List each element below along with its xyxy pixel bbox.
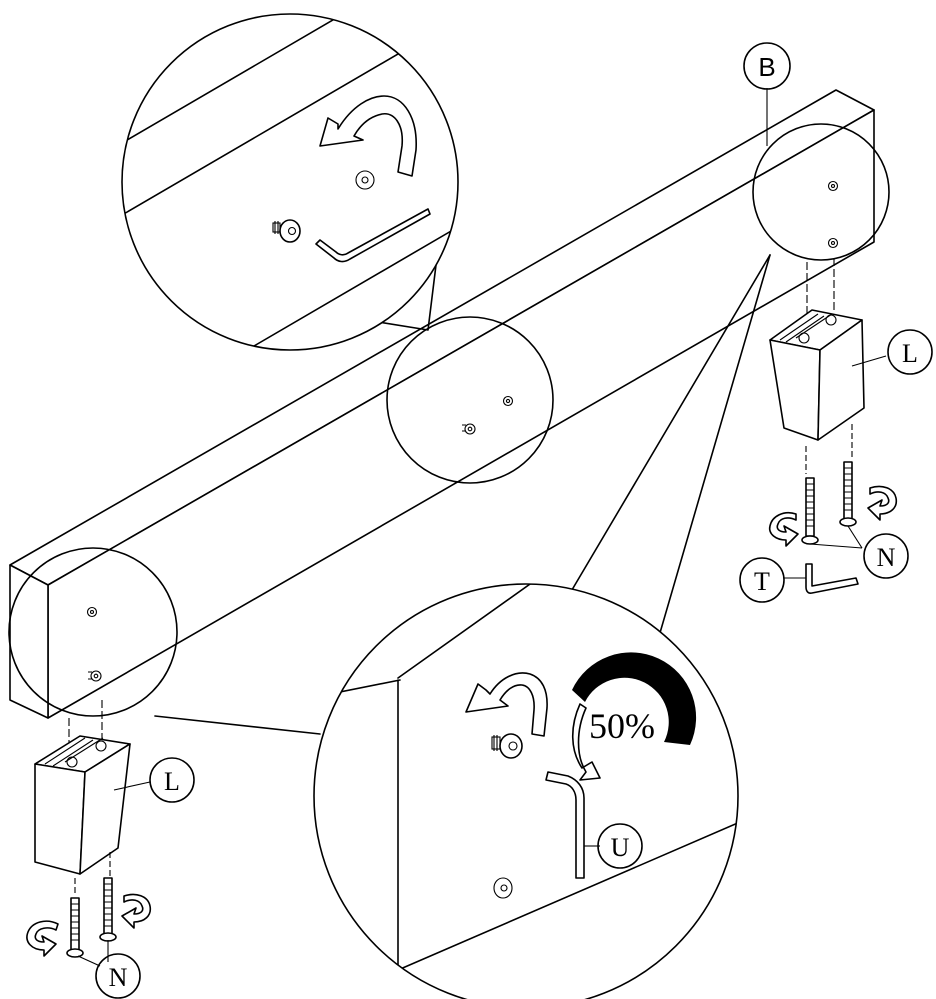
svg-text:N: N <box>109 963 128 992</box>
hex-key-icon <box>805 563 859 594</box>
tighten-arc-icon <box>572 652 697 745</box>
rotate-arrow-icon <box>867 485 898 521</box>
bottom-callout <box>154 254 771 999</box>
cam-screw-icon <box>491 733 523 759</box>
left-leg <box>26 700 152 967</box>
rotate-arrow-icon <box>26 920 59 957</box>
bolt-icon <box>839 461 857 527</box>
top-callout <box>121 13 459 351</box>
rotate-arrow-icon <box>571 703 601 781</box>
label-leg-left: L <box>113 757 195 803</box>
label-leg-right: L <box>851 329 933 375</box>
bolt-head-icon <box>493 877 513 899</box>
label-hex-key-t: T <box>739 557 785 603</box>
right-end-detail <box>752 123 890 261</box>
svg-text:B: B <box>758 52 775 82</box>
rotate-arrow-icon <box>768 511 799 547</box>
label-bolt-right: N <box>863 533 909 579</box>
label-hex-key-u: U <box>584 823 643 869</box>
svg-text:L: L <box>902 339 918 368</box>
label-panel-b: B <box>743 42 791 146</box>
rotate-arrow-icon <box>121 893 152 929</box>
cam-screw-icon <box>272 219 301 243</box>
hole <box>827 237 839 249</box>
label-bolt-left: N <box>95 953 141 999</box>
tighten-percent: 50% <box>589 706 655 746</box>
cam-bolt <box>90 670 102 682</box>
svg-text:T: T <box>754 567 770 596</box>
svg-text:U: U <box>611 833 630 862</box>
cam-bolt <box>464 423 476 435</box>
bolt-icon <box>66 897 84 958</box>
right-leg <box>768 258 898 594</box>
left-end-detail <box>8 547 178 717</box>
hole <box>827 180 839 192</box>
hole <box>502 395 514 407</box>
bolt-icon <box>99 877 117 942</box>
hex-key-icon <box>315 208 431 263</box>
hole <box>86 606 98 618</box>
bolt-icon <box>801 477 819 545</box>
cam-bolt-icon <box>355 170 375 190</box>
svg-text:L: L <box>164 767 180 796</box>
svg-text:N: N <box>877 543 896 572</box>
rotate-arrow-icon <box>465 672 548 737</box>
rotate-arrow-icon <box>319 95 417 177</box>
hex-key-icon <box>545 771 585 879</box>
middle-hole-detail <box>386 316 554 484</box>
panel-board <box>9 89 875 719</box>
